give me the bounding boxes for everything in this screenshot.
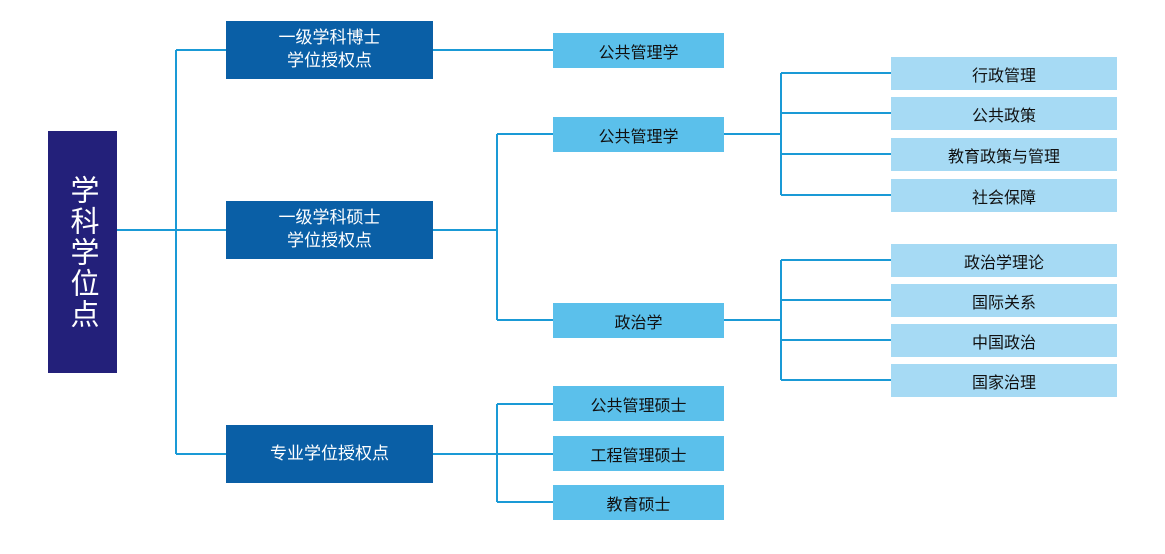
doctoral-node: 一级学科博士 学位授权点 bbox=[226, 21, 433, 79]
public-admin-node: 公共管理学 bbox=[553, 117, 724, 152]
politics-field-node: 国际关系 bbox=[891, 284, 1117, 317]
professional-degree-node: 公共管理硕士 bbox=[553, 386, 724, 421]
politics-field-node: 国家治理 bbox=[891, 364, 1117, 397]
politics-field-node: 政治学理论 bbox=[891, 244, 1117, 277]
politics-field-node: 中国政治 bbox=[891, 324, 1117, 357]
public-admin-field-node: 行政管理 bbox=[891, 57, 1117, 90]
doctoral-subject-node: 公共管理学 bbox=[553, 33, 724, 68]
public-admin-field-node: 社会保障 bbox=[891, 179, 1117, 212]
public-admin-field-node: 公共政策 bbox=[891, 97, 1117, 130]
politics-node: 政治学 bbox=[553, 303, 724, 338]
masters-node: 一级学科硕士 学位授权点 bbox=[226, 201, 433, 259]
professional-degree-node: 工程管理硕士 bbox=[553, 436, 724, 471]
professional-degree-node: 教育硕士 bbox=[553, 485, 724, 520]
root-node: 学科学位点 bbox=[48, 131, 117, 373]
professional-node: 专业学位授权点 bbox=[226, 425, 433, 483]
public-admin-field-node: 教育政策与管理 bbox=[891, 138, 1117, 171]
